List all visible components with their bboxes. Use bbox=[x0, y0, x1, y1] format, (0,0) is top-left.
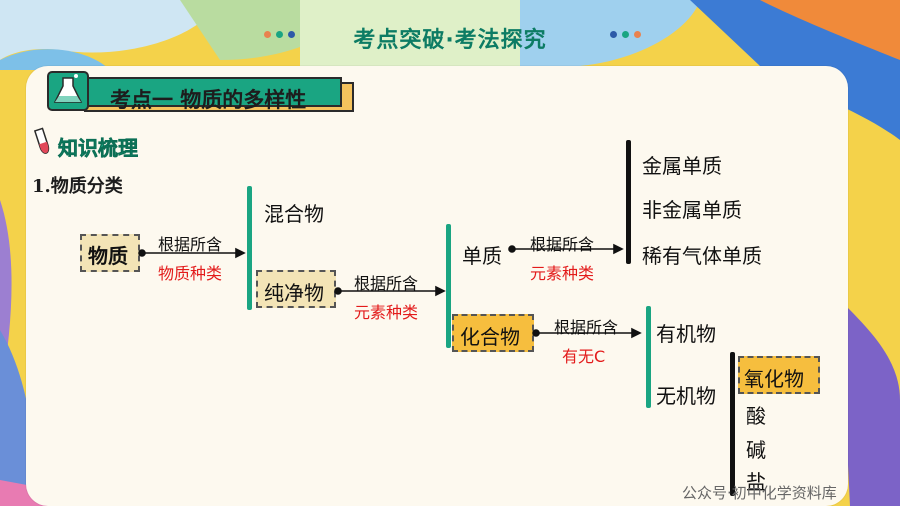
mixture-text: 混合物 bbox=[264, 202, 324, 226]
organic-text: 有机物 bbox=[656, 322, 716, 346]
flask-icon bbox=[47, 71, 89, 111]
pure-text: 纯净物 bbox=[264, 281, 324, 305]
header-dot bbox=[610, 31, 617, 38]
noble-gas-text: 稀有气体单质 bbox=[642, 244, 762, 268]
element-arrow-bottom-label: 元素种类 bbox=[530, 264, 595, 283]
test-tube-icon bbox=[33, 127, 50, 154]
watermark: 公众号·初中化学资料库 bbox=[682, 484, 837, 502]
header-dot bbox=[276, 31, 283, 38]
pure-arrow-top-label: 根据所含 bbox=[354, 274, 419, 293]
header-dot bbox=[288, 31, 295, 38]
element-text: 单质 bbox=[462, 244, 502, 268]
root-arrow-top-label: 根据所含 bbox=[158, 235, 223, 254]
page-header-title: 考点突破·考法探究 bbox=[353, 28, 547, 53]
compound-arrow-bottom-label: 有无C bbox=[562, 347, 606, 366]
compound-text: 化合物 bbox=[460, 325, 520, 349]
oxide-box bbox=[738, 356, 820, 394]
pure-arrow-bottom-label: 元素种类 bbox=[354, 303, 419, 322]
salt-text: 盐 bbox=[746, 470, 766, 494]
header-dot bbox=[264, 31, 271, 38]
compound-box bbox=[452, 314, 534, 352]
inorganic-text: 无机物 bbox=[656, 384, 716, 408]
header-dot bbox=[622, 31, 629, 38]
header-dot bbox=[634, 31, 641, 38]
metal-element-text: 金属单质 bbox=[642, 154, 722, 178]
pure-box bbox=[256, 270, 336, 308]
nonmetal-element-text: 非金属单质 bbox=[642, 198, 742, 222]
root-box bbox=[80, 234, 140, 272]
base-text: 碱 bbox=[746, 438, 766, 462]
content-card bbox=[26, 66, 848, 506]
section-title-bar bbox=[78, 77, 354, 112]
element-arrow-top-label: 根据所含 bbox=[530, 235, 595, 254]
root-arrow-bottom-label: 物质种类 bbox=[158, 264, 223, 283]
root-text: 物质 bbox=[88, 244, 128, 268]
compound-arrow-top-label: 根据所含 bbox=[554, 318, 619, 337]
section-title: 考点一 物质的多样性 bbox=[110, 88, 307, 112]
subtitle: 1.物质分类 bbox=[32, 176, 123, 197]
acid-text: 酸 bbox=[746, 404, 766, 428]
oxide-text: 氧化物 bbox=[744, 367, 804, 391]
knowledge-title: 知识梳理 bbox=[58, 136, 139, 161]
